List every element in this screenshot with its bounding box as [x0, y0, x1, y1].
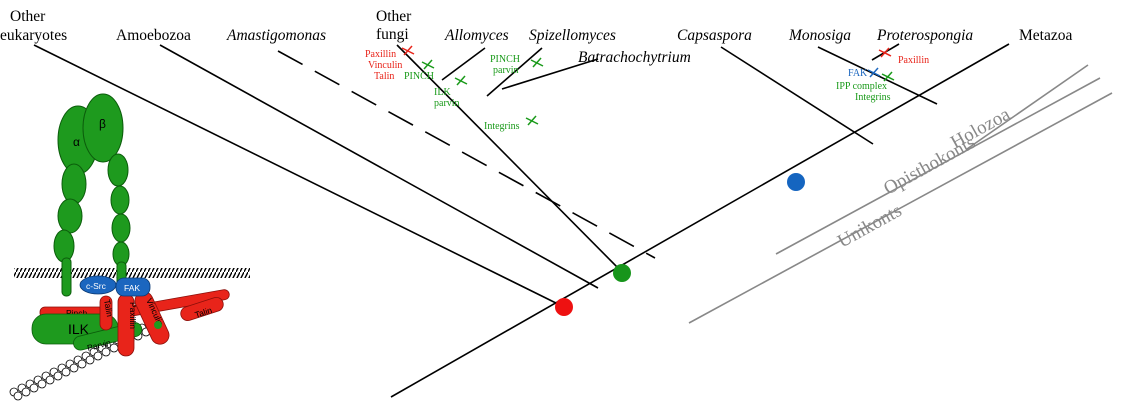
- csrc-label: c-Src: [86, 281, 107, 291]
- pinch-label: Pinch: [66, 308, 88, 318]
- node-green: [613, 264, 631, 282]
- loss-marker-fungi: [401, 45, 415, 56]
- clade-lines: [688, 64, 1113, 324]
- event-ilk-parvin: parvin: [434, 98, 460, 109]
- taxon-amoebozoa: Amoebozoa: [116, 27, 191, 44]
- branch-fungi: [396, 44, 623, 273]
- event-ipp: IPP complex: [836, 81, 887, 92]
- taxon-other-fungi-2: fungi: [376, 26, 409, 43]
- clade-label-opisthokonts: Opisthokonts: [880, 132, 979, 200]
- branch-batrachochytrium: [501, 58, 599, 90]
- branch-amoebozoa: [159, 44, 599, 289]
- fak-label: FAK: [124, 283, 140, 293]
- branch-capsaspora: [720, 46, 874, 145]
- taxon-proterospongia: Proterospongia: [876, 27, 973, 44]
- event-pinch: PINCH: [404, 71, 434, 82]
- beta-label: β: [99, 117, 106, 131]
- tree-branches: [33, 43, 1010, 398]
- taxon-metazoa: Metazoa: [1019, 27, 1072, 44]
- holozoa-line: [966, 64, 1089, 150]
- gain-marker-ilk: [454, 75, 468, 86]
- event-spiz-pinch: PINCH: [490, 54, 520, 65]
- taxon-batrachochytrium: Batrachochytrium: [578, 49, 691, 66]
- taxon-capsaspora: Capsaspora: [677, 27, 752, 44]
- event-fungi-talin: Talin: [374, 71, 394, 82]
- event-spiz-parvin: parvin: [493, 65, 519, 76]
- taxon-allomyces: Allomyces: [444, 27, 509, 44]
- taxon-monosiga: Monosiga: [788, 27, 851, 44]
- focal-adhesion-cartoon: α β Pinch ILK Parvin Talin: [9, 93, 250, 401]
- branch-other-eukaryotes: [33, 44, 565, 308]
- event-fungi-paxillin: Paxillin: [365, 49, 396, 60]
- taxon-spizellomyces: Spizellomyces: [529, 27, 616, 44]
- branch-allomyces: [441, 47, 486, 81]
- gain-marker-pinch: [421, 59, 435, 70]
- gain-marker-spiz: [530, 57, 544, 68]
- taxon-other-eukaryotes-1: Other: [10, 8, 46, 25]
- gain-marker-ipp: [881, 71, 895, 82]
- branch-amastigomonas: [277, 50, 656, 259]
- small-green: [154, 321, 162, 329]
- membrane: [14, 268, 250, 278]
- talin-end-shape: [180, 296, 224, 322]
- taxon-other-fungi-1: Other: [376, 8, 412, 25]
- actin-filament: [9, 315, 163, 401]
- paxillin-label: Paxillin: [128, 302, 138, 329]
- event-fak: FAK: [848, 68, 868, 79]
- event-ipp-integrins: Integrins: [855, 92, 891, 103]
- unikonts-line: [688, 92, 1113, 324]
- branch-spizellomyces: [486, 47, 543, 97]
- event-ilk: ILK: [434, 87, 451, 98]
- clade-label-unikonts: Unikonts: [834, 200, 905, 252]
- opisthokonts-line: [775, 77, 1101, 255]
- fak-shape: [115, 277, 151, 297]
- node-blue: [787, 173, 805, 191]
- gain-marker-integrins: [525, 115, 539, 126]
- taxon-amastigomonas: Amastigomonas: [226, 27, 326, 44]
- event-integrins: Integrins: [484, 121, 520, 132]
- taxon-other-eukaryotes-2: eukaryotes: [0, 27, 67, 44]
- alpha-label: α: [73, 135, 80, 149]
- node-red: [555, 298, 573, 316]
- talin-label: Talin: [102, 299, 115, 318]
- main-trunk: [390, 43, 1010, 398]
- event-protero-paxillin: Paxillin: [898, 55, 929, 66]
- loss-marker-protero: [878, 47, 892, 58]
- event-markers: [401, 45, 895, 126]
- event-fungi-vinculin: Vinculin: [368, 60, 402, 71]
- talin-short: [99, 295, 113, 331]
- integrin-beta: [82, 93, 131, 287]
- ilk-label: ILK: [68, 321, 90, 337]
- gain-marker-fak: [867, 67, 881, 78]
